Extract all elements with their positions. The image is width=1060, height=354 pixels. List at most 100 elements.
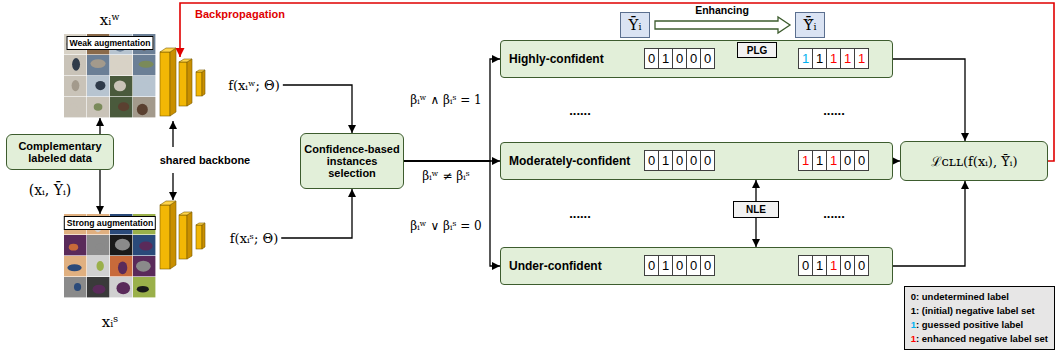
legend-entry: 1: (initial) negative label set: [911, 304, 1048, 318]
layer-block: [170, 201, 176, 269]
thumbnail: [133, 97, 155, 117]
thumbnail: [64, 235, 86, 255]
band-title: Moderately-confident: [509, 154, 630, 168]
layer-block: [179, 215, 187, 259]
thumbnail: [87, 277, 109, 297]
thumbnail-object: [141, 82, 149, 94]
thumbnail-object: [114, 80, 126, 91]
thumbnail: [87, 76, 109, 96]
thumbnail-object: [118, 261, 127, 274]
thumbnail: [110, 76, 132, 96]
box-label: Confidence-based instances selection: [304, 143, 400, 179]
label-cell: 1: [658, 255, 673, 276]
thumbnail-object: [137, 286, 149, 292]
label-cell: 1: [812, 150, 827, 171]
thumbnail-object: [139, 241, 152, 250]
math-label: Ȳᵢ: [629, 16, 642, 34]
thumbnail: [133, 76, 155, 96]
legend-sample: 1: [911, 333, 916, 344]
loss-box: ℒᴄʟʟ(f(xᵢ), Ȳ̂ᵢ): [900, 141, 1048, 181]
thumbnail-object: [72, 58, 80, 71]
band-title: Under-confident: [509, 259, 602, 273]
thumbnail-object: [139, 61, 154, 68]
thumbnail: [87, 235, 109, 255]
label-cell: 0: [700, 255, 715, 276]
layer-block: [160, 52, 170, 116]
connector: [99, 118, 100, 134]
ellipsis: ......: [823, 103, 845, 118]
share-arrow: [172, 173, 173, 200]
label-cell: 1: [826, 255, 841, 276]
edge-label: βᵢʷ ≠ βᵢˢ: [420, 169, 471, 183]
thumbnail: [64, 76, 86, 96]
thumbnail: [133, 256, 155, 276]
thumbnail-object: [67, 264, 81, 271]
label-cell: 0: [672, 255, 687, 276]
legend-entry: 1: enhanced negative label set: [911, 332, 1048, 346]
connector: [755, 218, 756, 247]
legend-sample: 1: [911, 305, 916, 316]
thumbnail-object: [118, 102, 129, 111]
thumbnail: [110, 256, 132, 276]
thumbnail-object: [96, 243, 105, 250]
thumbnail-object: [72, 80, 80, 91]
ellipsis: ......: [569, 103, 591, 118]
layer-block: [179, 59, 192, 62]
layer-block: [196, 223, 205, 225]
share-arrow: [172, 121, 173, 147]
layer-block: [196, 225, 202, 249]
layer-block: [160, 48, 176, 52]
module-box: PLG: [737, 42, 777, 58]
augmentation-panel: Strong augmentation: [64, 214, 156, 298]
label-cell: 1: [658, 150, 673, 171]
label-cell: 0: [686, 255, 701, 276]
layer-block: [179, 212, 192, 215]
loss-formula: ℒᴄʟʟ(f(xᵢ), Ȳ̂ᵢ): [931, 152, 1018, 170]
edge-label: Enhancing: [693, 4, 751, 16]
thumbnail-object: [116, 282, 130, 294]
thumbnail: [133, 277, 155, 297]
thumbnail: [87, 55, 109, 75]
thumbnail: [110, 235, 132, 255]
label-cell: 1: [812, 255, 827, 276]
connector: [893, 160, 900, 161]
label-cell: 1: [798, 150, 813, 171]
ellipsis: ......: [569, 206, 591, 221]
layer-block: [170, 48, 176, 116]
thumbnail-object: [69, 244, 78, 251]
label-box: Ȳ̂ᵢ: [795, 12, 825, 38]
label-cell: 1: [840, 48, 855, 69]
label-cell: 0: [798, 255, 813, 276]
label-cell: 0: [686, 48, 701, 69]
backbone-icon: [160, 48, 205, 116]
label-cell: 1: [658, 48, 673, 69]
note-label: shared backbone: [160, 154, 250, 166]
feature-arrow: [283, 85, 352, 133]
edge-label: βᵢʷ ∧ βᵢˢ = 1: [408, 93, 484, 107]
band-title: Highly-confident: [509, 52, 604, 66]
layer-block: [196, 70, 205, 72]
edge-label: βᵢʷ ∨ βᵢˢ = 0: [408, 219, 484, 233]
label-cell: 0: [700, 150, 715, 171]
math-label: f(xᵢʷ; Θ): [228, 78, 280, 93]
connector: [893, 181, 965, 266]
label-cell: 0: [672, 48, 687, 69]
thumbnail: [133, 55, 155, 75]
layer-block: [202, 223, 205, 249]
label-cell: 1: [798, 48, 813, 69]
label-box: Ȳᵢ: [620, 12, 650, 38]
label-cell: 0: [644, 48, 659, 69]
math-label: f(xᵢˢ; Θ): [230, 231, 278, 246]
module-box: NLE: [733, 201, 779, 218]
legend-entry: 1: guessed positive label: [911, 318, 1048, 332]
legend-sample: 1: [911, 319, 916, 330]
thumbnail-object: [137, 104, 148, 116]
connector: [404, 161, 500, 266]
layer-block: [187, 59, 192, 106]
thumbnail: [87, 97, 109, 117]
label-cell: 0: [854, 255, 869, 276]
panel-heading: Strong augmentation: [64, 216, 156, 230]
box-label: Complementary labeled data: [10, 140, 110, 164]
